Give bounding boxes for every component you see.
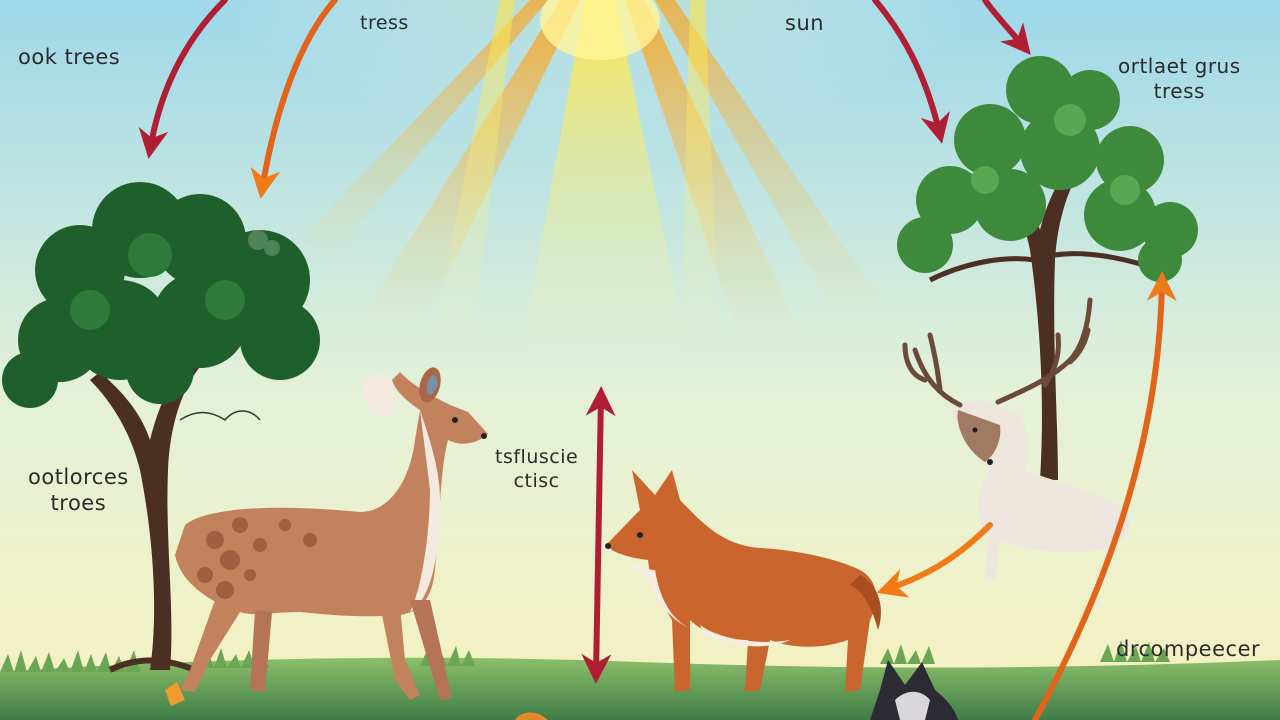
arrow-sun-to-oak-2 (250, 0, 338, 199)
label-oak-trees: ook trees (18, 45, 121, 69)
arrow-vertical-mid (581, 386, 616, 684)
label-left-lower-line2: troes (50, 491, 107, 516)
sun-icon (180, 0, 1020, 380)
arrow-sun-to-tree (872, 0, 950, 144)
label-left-lower: ootlorces troes (28, 464, 129, 517)
label-right-tree: ortlaet grus tress (1118, 54, 1241, 104)
arrow-sun-to-oak (138, 0, 228, 159)
tree-icon (897, 56, 1198, 480)
label-trees-top: tress (360, 12, 409, 34)
stag-icon (902, 297, 1131, 580)
small-creature-icon (515, 712, 548, 720)
label-middle-line2: ctisc (513, 469, 560, 492)
label-sun: sun (785, 11, 825, 35)
label-middle-line1: tsfluscie (495, 446, 579, 468)
grass-ground (0, 640, 1280, 720)
label-right-tree-line1: ortlaet grus (1118, 54, 1241, 78)
arrow-decomposer-to-tree (1032, 271, 1177, 720)
label-decomposer: drcompeecer (1116, 637, 1261, 661)
label-right-tree-line2: tress (1153, 79, 1205, 103)
arrow-stag-to-fox (876, 522, 993, 598)
energy-arrows (138, 0, 1177, 720)
label-middle: tsfluscie ctisc (495, 446, 578, 494)
label-left-lower-line1: ootlorces (28, 465, 129, 489)
doe-icon (165, 367, 488, 706)
oak-tree-icon (2, 182, 320, 675)
arrow-top-right (982, 0, 1031, 55)
wolf-icon (870, 660, 958, 720)
